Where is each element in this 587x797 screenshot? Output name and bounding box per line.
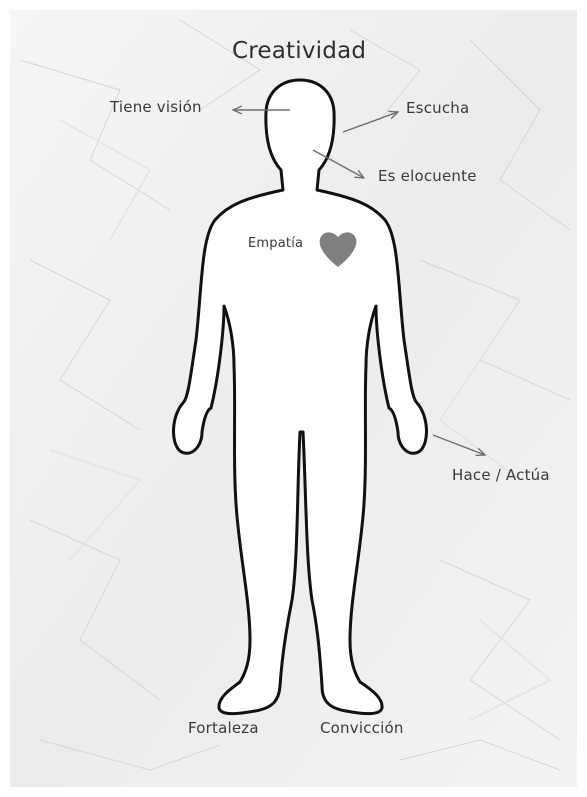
diagram-title: Creatividad [232,38,366,64]
arrow-hace [433,435,485,455]
label-tiene-vision: Tiene visión [110,98,202,116]
label-fortaleza: Fortaleza [188,719,259,737]
label-empatia: Empatía [248,236,303,251]
label-conviccion: Convicción [320,719,404,737]
label-escucha: Escucha [406,99,469,117]
arrow-escucha [343,112,398,132]
label-es-elocuente: Es elocuente [378,167,477,185]
label-hace-actua: Hace / Actúa [452,466,550,484]
